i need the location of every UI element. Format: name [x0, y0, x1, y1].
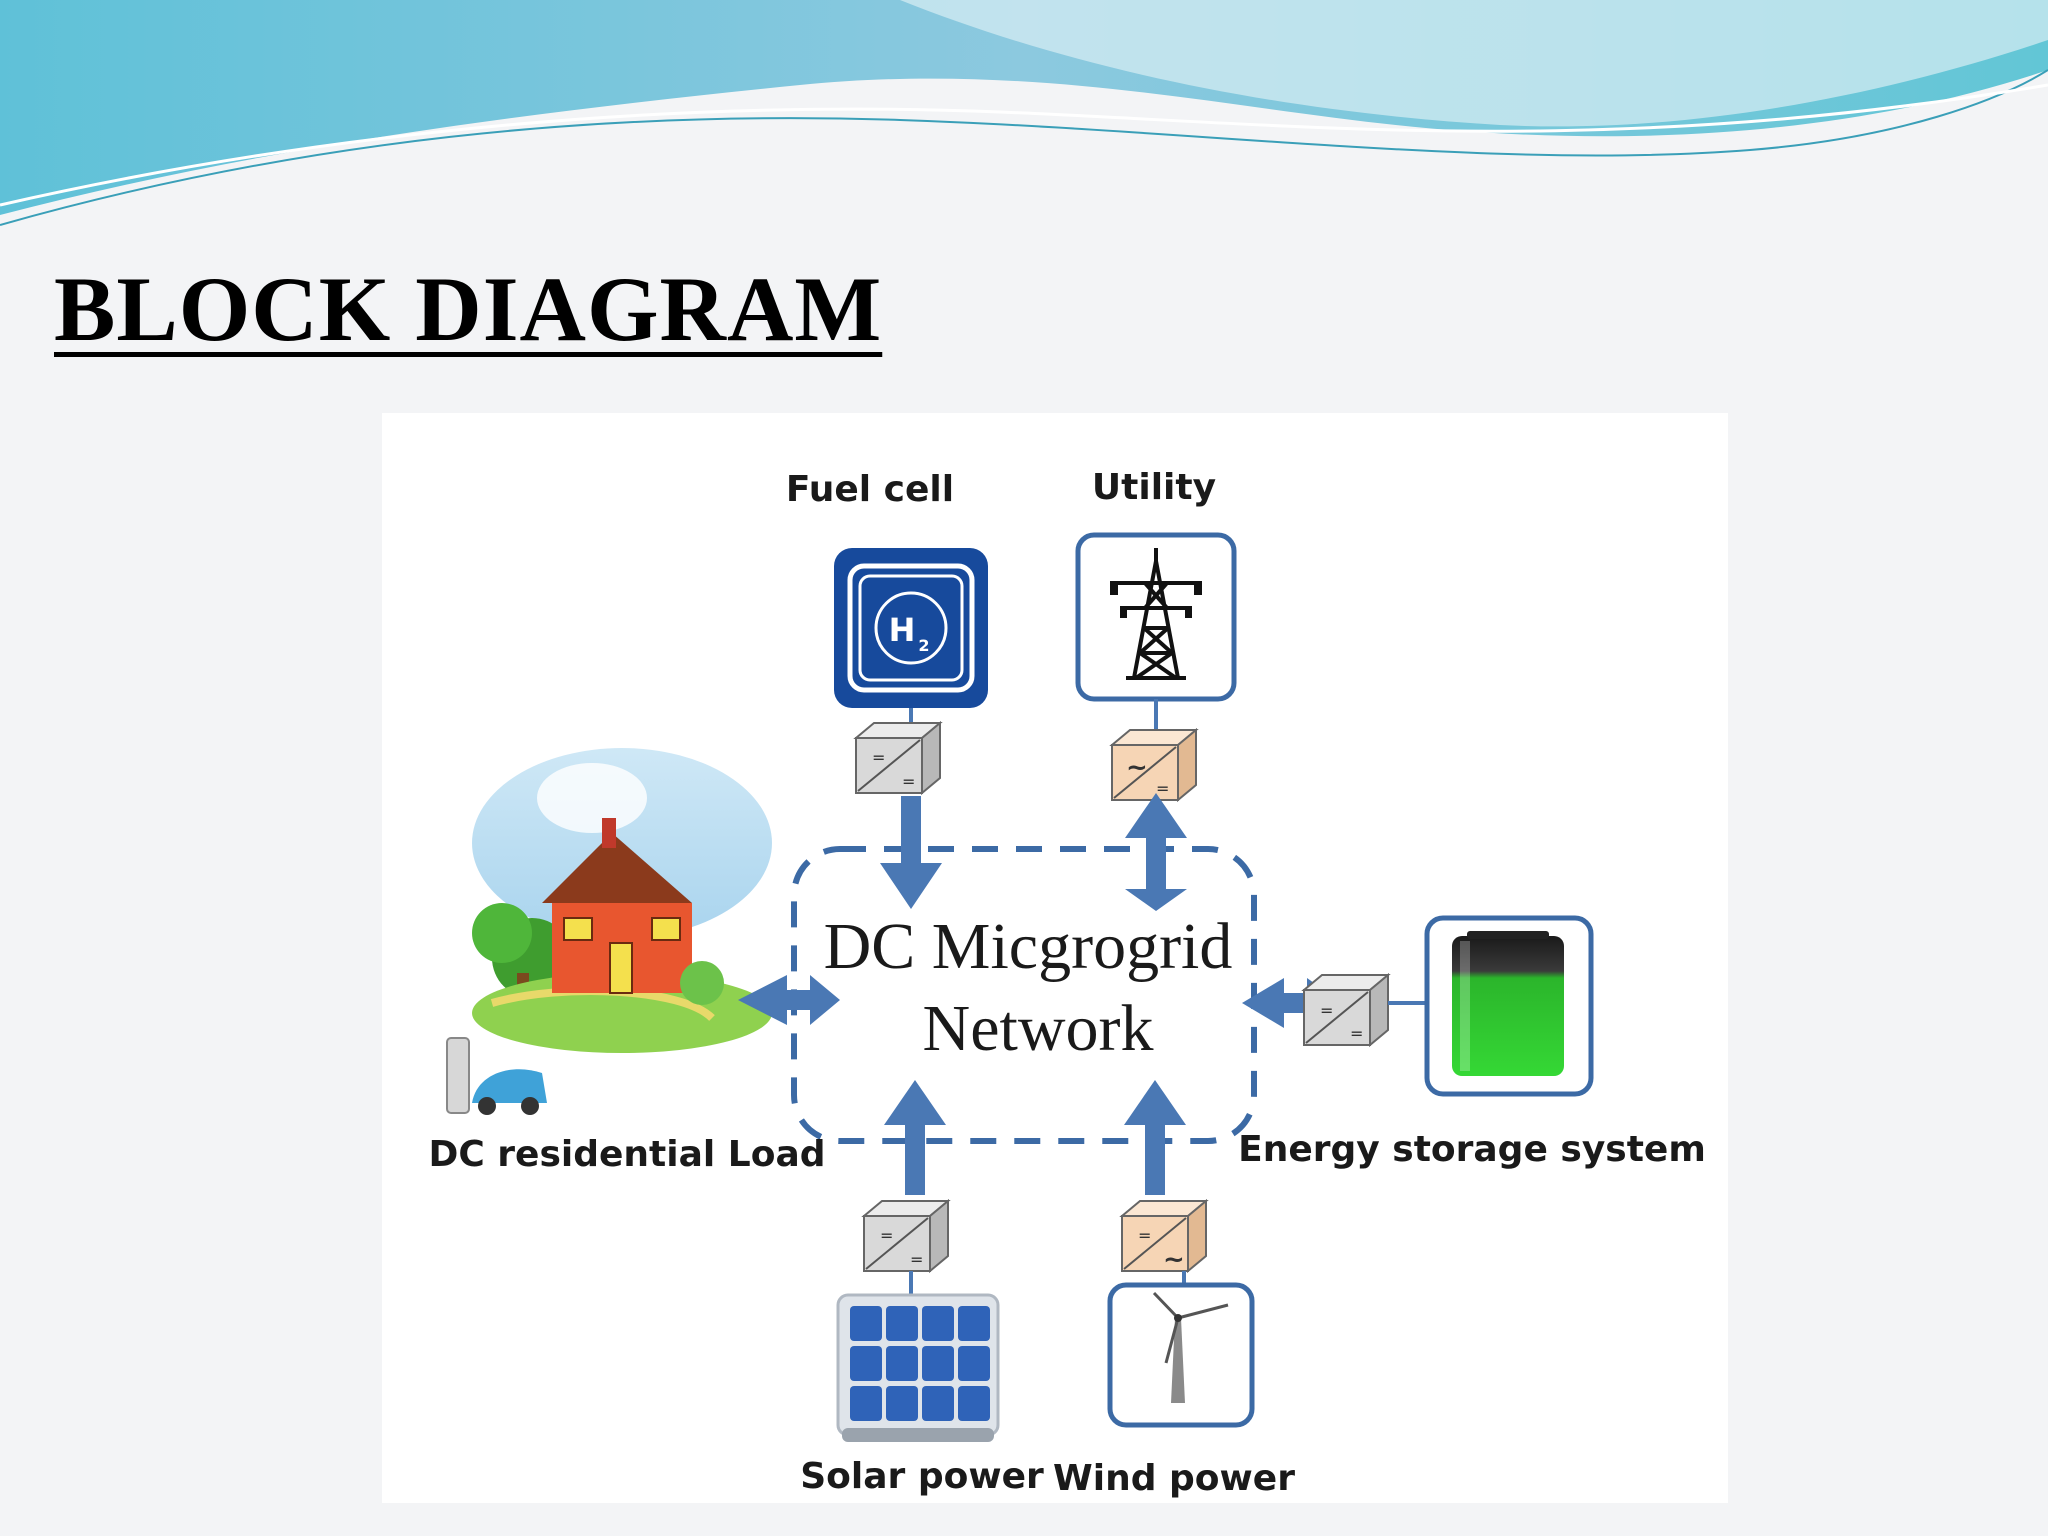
utility-converter: ~ =: [1109, 727, 1199, 803]
svg-text:H: H: [889, 611, 916, 649]
solar-cell: [886, 1346, 918, 1381]
utility-arrow: [1125, 793, 1187, 911]
svg-text:=: =: [1320, 1001, 1333, 1020]
svg-text:=: =: [902, 772, 915, 791]
svg-text:=: =: [872, 748, 885, 767]
wind-arrow: [1124, 1080, 1186, 1195]
svg-text:~: ~: [1163, 1245, 1185, 1275]
solar-cell: [850, 1386, 882, 1421]
solar-cell: [922, 1386, 954, 1421]
house-icon: [446, 748, 772, 1115]
header-wave: [0, 0, 2048, 226]
solar-cell: [958, 1386, 990, 1421]
storage-converter: = =: [1301, 972, 1391, 1048]
wind-turbine-icon: [1107, 1282, 1255, 1428]
storage-label: Energy storage system: [1238, 1129, 1706, 1170]
svg-text:2: 2: [918, 636, 929, 655]
load-arrow: [738, 975, 840, 1025]
svg-text:=: =: [1156, 779, 1169, 798]
diagram-panel: DC Micgrogrid Network Fuel cell H 2 = =: [382, 413, 1728, 1503]
slide-title: BLOCK DIAGRAM: [54, 258, 883, 360]
solar-cell: [850, 1346, 882, 1381]
wind-label: Wind power: [1053, 1458, 1295, 1499]
svg-text:~: ~: [1126, 753, 1148, 783]
svg-text:=: =: [880, 1226, 893, 1245]
utility-label: Utility: [1092, 467, 1216, 508]
fuel-cell-converter: = =: [853, 720, 943, 796]
solar-cell: [922, 1346, 954, 1381]
transmission-tower-icon: [1075, 532, 1237, 702]
solar-cell: [886, 1386, 918, 1421]
network-subtitle: Network: [923, 992, 1154, 1065]
solar-cell: [886, 1306, 918, 1341]
load-label: DC residential Load: [428, 1134, 825, 1175]
svg-text:=: =: [1138, 1226, 1151, 1245]
hydrogen-icon: H 2: [834, 548, 988, 708]
svg-text:=: =: [1350, 1024, 1363, 1043]
solar-arrow: [884, 1080, 946, 1195]
solar-panel-icon: [836, 1293, 1000, 1442]
wind-converter: = ~: [1119, 1198, 1209, 1275]
solar-cell: [958, 1346, 990, 1381]
fuel-cell-label: Fuel cell: [786, 469, 954, 510]
solar-cell: [958, 1306, 990, 1341]
fuel-cell-arrow: [880, 796, 942, 909]
solar-cell: [922, 1306, 954, 1341]
solar-cell: [850, 1306, 882, 1341]
network-title: DC Micgrogrid: [824, 910, 1233, 983]
solar-converter: = =: [861, 1198, 951, 1274]
svg-text:=: =: [910, 1250, 923, 1269]
block-diagram: DC Micgrogrid Network Fuel cell H 2 = =: [428, 467, 1706, 1499]
battery-icon: [1424, 915, 1594, 1097]
solar-label: Solar power: [800, 1456, 1044, 1497]
